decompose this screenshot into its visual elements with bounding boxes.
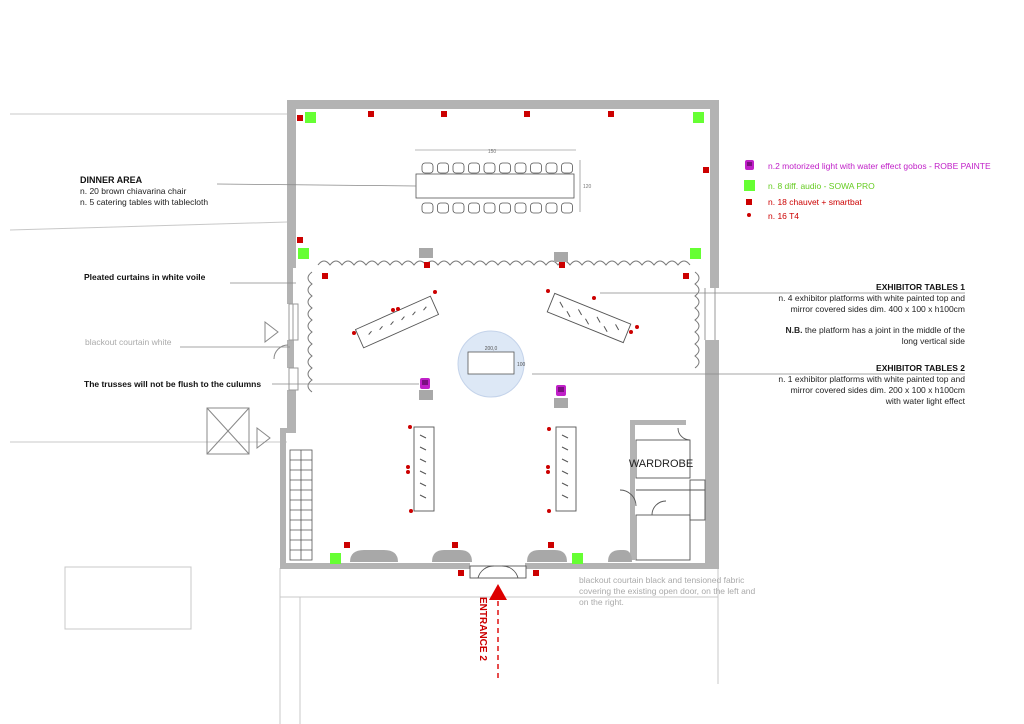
dinner-tables [415, 149, 581, 212]
exhibitor-platform-bottom-left [413, 426, 435, 512]
chiavarina-chair [468, 162, 480, 174]
entrance-note-line-1: blackout courtain black and tensioned fa… [579, 575, 745, 585]
center-platform [467, 351, 515, 375]
t4-fixtures [352, 289, 639, 513]
trusses-note: The trusses will not be flush to the cul… [84, 379, 261, 389]
chiavarina-chair [452, 202, 465, 214]
dinner-dim-h: 120 [583, 184, 592, 190]
dot-icon [747, 213, 751, 217]
exhibitor-platform-top-right [546, 292, 632, 344]
exhibitor1-nb-bold: N.B. [785, 325, 802, 335]
curtains-note: Pleated curtains in white voile [84, 272, 206, 282]
chiavarina-chair [499, 202, 511, 214]
exhibitor1-nb-text: the platform has a joint in the middle o… [802, 325, 965, 335]
chiavarina-chair [561, 162, 573, 174]
exhibitor-platform-bottom-right [555, 426, 577, 512]
chiavarina-chair [499, 162, 511, 174]
chiavarina-chair [483, 162, 496, 174]
chiavarina-chair [421, 202, 434, 214]
entrance-arrow [489, 584, 507, 678]
pleated-curtains [307, 260, 700, 393]
dinner-dim-w: 150 [488, 149, 497, 155]
walls [280, 100, 719, 569]
exhibitor-platform-top-left [354, 295, 440, 349]
chiavarina-chair [561, 202, 573, 214]
chiavarina-chair [530, 162, 542, 174]
center-dim-h: 100 [517, 362, 526, 368]
legend-item-2: n. 8 diff. audio - SOWA PRO [768, 181, 875, 191]
exhibitor2-line-1: n. 1 exhibitor platforms with white pain… [778, 374, 965, 384]
chiavarina-chair [545, 202, 558, 214]
dinner-line-1: n. 20 brown chiavarina chair [80, 186, 186, 196]
chiavarina-chair [530, 202, 542, 214]
entrance-door [469, 565, 527, 579]
chauvet-fixtures [297, 111, 709, 576]
exhibitor1-nb: N.B. the platform has a joint in the mid… [785, 325, 965, 335]
blackout-white-note: blackout courtain white [85, 337, 172, 347]
service-rooms [619, 427, 706, 561]
entrance-note-line-3: on the right. [579, 597, 624, 607]
chiavarina-chair [514, 202, 527, 214]
entrance-note-line-2: covering the existing open door, on the … [579, 586, 756, 596]
fixture-square-icon [746, 199, 752, 205]
chiavarina-chair [452, 162, 465, 174]
exhibitor1-line-4: long vertical side [902, 336, 966, 346]
legend: n.2 motorized light with water effect go… [744, 160, 991, 221]
speaker-square-icon [744, 180, 755, 191]
dinner-line-2: n. 5 catering tables with tablecloth [80, 197, 208, 207]
legend-item-3: n. 18 chauvet + smartbat [768, 197, 862, 207]
exhibitor1-line-1: n. 4 exhibitor platforms with white pain… [778, 293, 965, 303]
wardrobe-label: WARDROBE [629, 458, 693, 470]
exterior-shaft [206, 320, 289, 455]
dinner-title: DINNER AREA [80, 175, 143, 185]
exhibitor2-line-2: mirror covered sides dim. 200 x 100 x h1… [791, 385, 965, 395]
chiavarina-chair [437, 162, 449, 174]
exhibitor1-title: EXHIBITOR TABLES 1 [876, 282, 965, 292]
staircase [289, 449, 313, 561]
exhibitor2-title: EXHIBITOR TABLES 2 [876, 363, 965, 373]
entrance-label: ENTRANCE 2 [477, 597, 488, 661]
legend-item-4: n. 16 T4 [768, 211, 799, 221]
center-dim-w: 200,0 [485, 346, 498, 352]
audio-speakers [298, 112, 704, 564]
moving-head-icon [745, 160, 754, 170]
motorized-lights [420, 378, 566, 396]
chiavarina-chair [483, 202, 496, 214]
chiavarina-chair [514, 162, 527, 174]
chairs [421, 162, 573, 214]
chiavarina-chair [437, 202, 449, 214]
chiavarina-chair [545, 162, 558, 174]
chiavarina-chair [468, 202, 480, 214]
chiavarina-chair [421, 162, 434, 174]
legend-item-1: n.2 motorized light with water effect go… [768, 161, 991, 171]
columns [350, 248, 632, 562]
exhibitor2-line-3: with water light effect [885, 396, 966, 406]
exhibitor1-line-2: mirror covered sides dim. 400 x 100 x h1… [791, 304, 965, 314]
